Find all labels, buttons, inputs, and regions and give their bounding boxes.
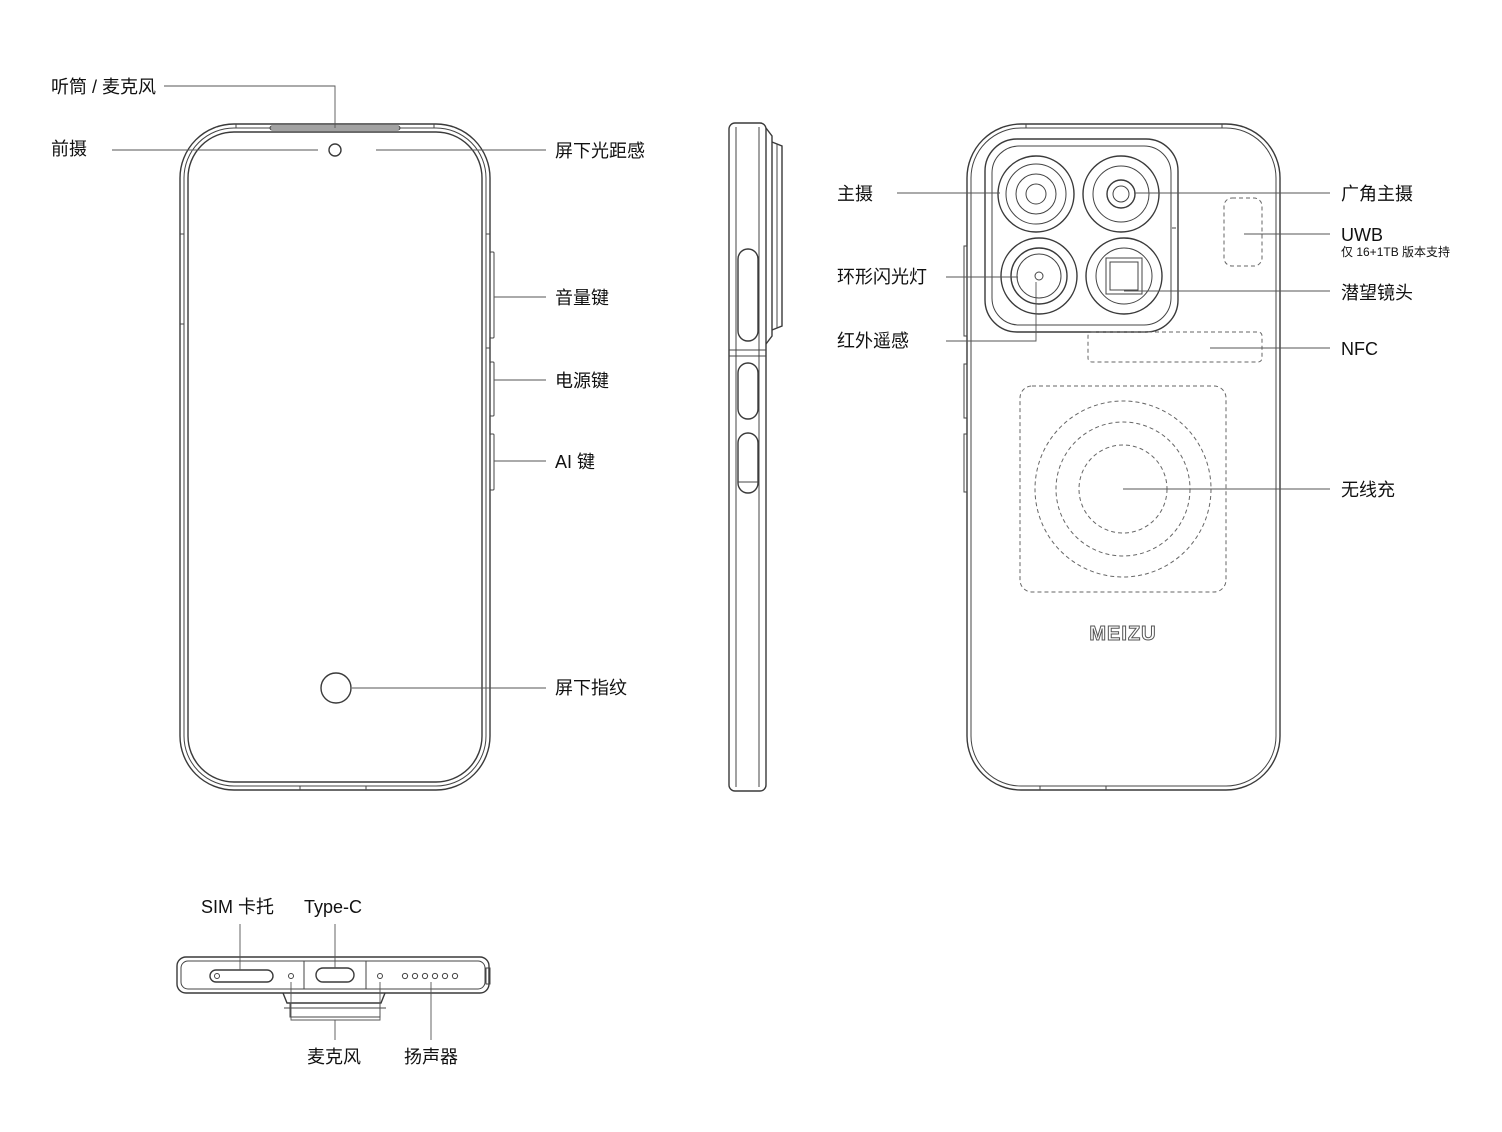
side-body [728, 122, 767, 792]
label-ring-flash: 环形闪光灯 [837, 267, 927, 287]
label-ai-key: AI 键 [555, 452, 596, 472]
label-uwb-note: 仅 16+1TB 版本支持 [1341, 245, 1451, 259]
nfc-area [1087, 331, 1263, 363]
bottom-view [176, 924, 491, 1040]
label-earpiece-mic: 听筒 / 麦克风 [51, 77, 157, 97]
label-type-c: Type-C [304, 897, 363, 917]
side-power-key [737, 362, 759, 420]
label-sim-tray: SIM 卡托 [201, 897, 275, 917]
fingerprint-sensor [320, 672, 352, 704]
power-key-shape [489, 361, 495, 417]
wireless-charging-area [1019, 385, 1227, 593]
camera-module-inner [991, 145, 1172, 326]
type-c-port [315, 967, 355, 983]
side-volume-key [737, 248, 759, 342]
side-camera-bump [765, 127, 773, 345]
label-main-camera: 主摄 [837, 184, 873, 204]
camera-module-outer [984, 138, 1179, 333]
uwb-area [1223, 197, 1263, 267]
back-frame [970, 127, 1277, 787]
label-ir-blaster: 红外遥感 [837, 331, 909, 351]
label-under-display-sensor: 屏下光距感 [555, 141, 645, 161]
front-camera-hole [328, 143, 342, 157]
back-view: MEIZU [897, 123, 1330, 791]
brand-logo: MEIZU [1089, 623, 1156, 645]
side-view [728, 122, 783, 792]
front-frame [183, 127, 487, 787]
front-view [112, 85, 546, 791]
label-under-display-fingerprint: 屏下指纹 [555, 678, 627, 698]
front-screen [187, 131, 483, 783]
label-nfc: NFC [1341, 339, 1378, 359]
label-front-camera: 前摄 [51, 139, 87, 159]
label-periscope: 潜望镜头 [1341, 283, 1413, 303]
volume-key-shape [489, 251, 495, 339]
bottom-body [176, 956, 490, 994]
label-volume-key: 音量键 [555, 288, 609, 308]
label-microphone: 麦克风 [307, 1047, 361, 1067]
ai-key-shape [489, 433, 495, 491]
label-wide-main: 广角主摄 [1341, 184, 1413, 204]
label-power-key: 电源键 [555, 371, 609, 391]
front-body [179, 123, 491, 791]
label-uwb: UWB [1341, 225, 1383, 245]
label-speaker: 扬声器 [404, 1047, 458, 1067]
sim-tray-shape [209, 969, 274, 983]
back-body [966, 123, 1281, 791]
label-wireless-charging: 无线充 [1341, 480, 1395, 500]
side-ai-key [737, 432, 759, 494]
